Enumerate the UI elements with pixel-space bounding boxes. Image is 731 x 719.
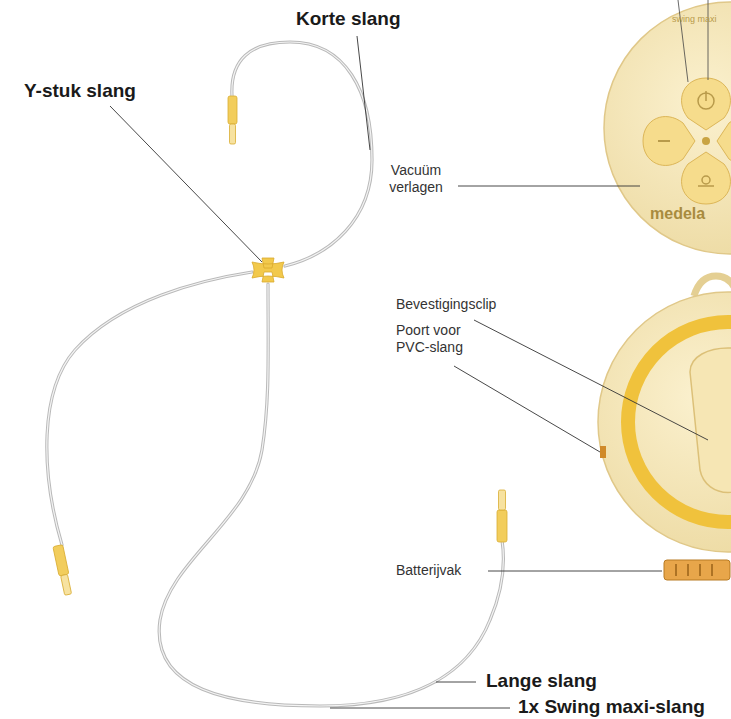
logo-text: swing maxi (672, 14, 717, 25)
part-label: Bevestigingsclip (396, 296, 496, 313)
y-piece (252, 258, 284, 282)
tubing (47, 42, 504, 706)
part-label: 1x Swing maxi-slang (518, 696, 705, 719)
part-label: Batterijvak (396, 562, 461, 579)
pump-back (598, 276, 731, 580)
part-label: Lange slang (486, 670, 597, 693)
leader-lines (110, 36, 708, 708)
part-label: Poort voor PVC-slang (396, 322, 486, 356)
logo-text: medela (650, 204, 705, 223)
pump-front (604, 0, 731, 254)
part-label: Vacuüm verlagen (378, 162, 454, 196)
part-label: Y-stuk slang (24, 80, 136, 103)
part-label: Korte slang (296, 8, 401, 31)
tube-connectors (53, 96, 507, 596)
